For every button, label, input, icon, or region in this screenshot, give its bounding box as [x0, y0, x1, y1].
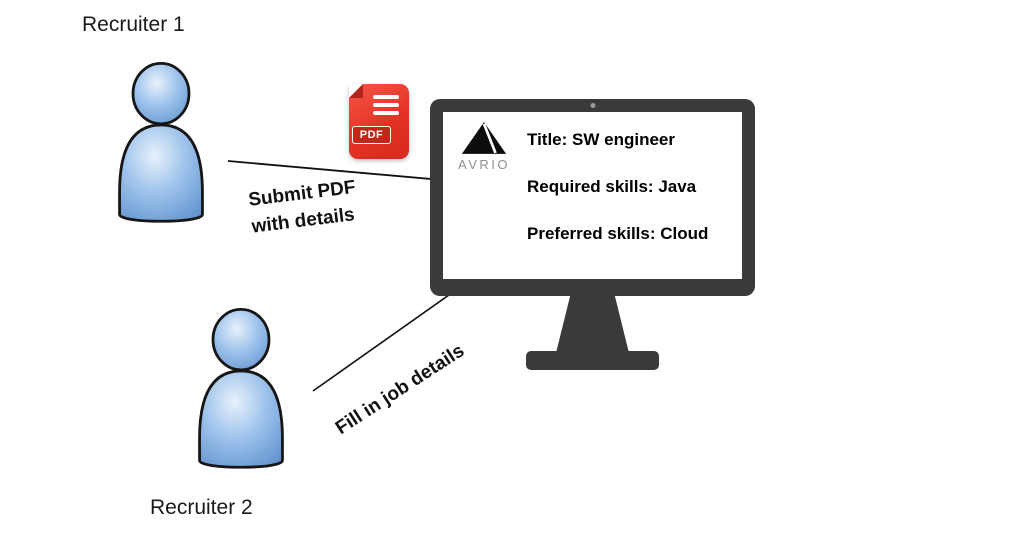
job-details-text: Title: SW engineer Required skills: Java… — [527, 130, 708, 244]
pdf-text-line — [373, 103, 399, 107]
pdf-banner: PDF — [352, 126, 391, 144]
person-icon — [118, 61, 204, 223]
submit-pdf-arrow-label: Submit PDF with details — [247, 175, 360, 241]
screen-line-preferred-skills: Preferred skills: Cloud — [527, 224, 709, 243]
recruiter-1-figure — [104, 60, 218, 228]
pdf-banner-label: PDF — [359, 129, 384, 141]
avrio-logo-icon — [461, 122, 507, 154]
screen-line-required-skills: Required skills: Java — [527, 177, 697, 196]
pdf-file-icon: PDF — [349, 84, 409, 159]
pdf-text-line — [373, 95, 399, 99]
avrio-logo: AVRIO — [453, 120, 515, 172]
recruiter-1-label: Recruiter 1 — [82, 13, 185, 36]
recruiter-2-figure — [184, 306, 298, 474]
pdf-text-line — [373, 111, 399, 115]
monitor-stand-neck — [556, 294, 629, 353]
avrio-logo-text: AVRIO — [458, 157, 510, 172]
monitor-stand-base — [526, 351, 659, 370]
person-icon — [198, 307, 284, 469]
monitor: AVRIO Title: SW engineer Required skills… — [430, 99, 755, 370]
monitor-screen: AVRIO Title: SW engineer Required skills… — [443, 112, 742, 279]
recruiter-2-label: Recruiter 2 — [150, 496, 253, 519]
fill-details-arrow-label: Fill in job details — [331, 340, 469, 439]
screen-line-title: Title: SW engineer — [527, 130, 675, 149]
camera-dot — [590, 103, 595, 108]
pdf-fold-flap — [349, 84, 363, 98]
